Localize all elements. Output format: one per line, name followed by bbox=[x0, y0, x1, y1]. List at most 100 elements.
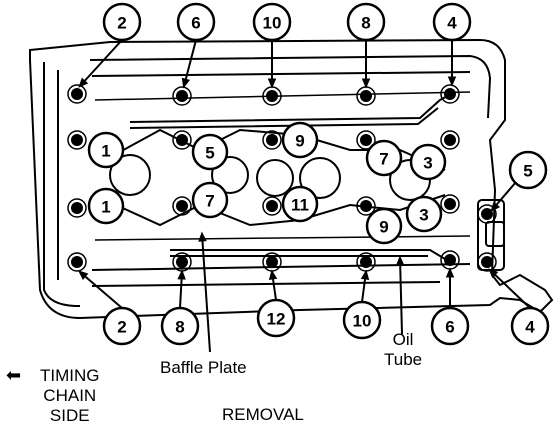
callout-circle bbox=[256, 298, 296, 338]
callout-circle bbox=[342, 300, 382, 340]
bolt-washer bbox=[172, 196, 192, 216]
leader-arrowhead bbox=[268, 269, 278, 280]
callout-top-2: 2 bbox=[102, 2, 142, 42]
callout-number: 2 bbox=[117, 14, 126, 33]
timing-line-2: CHAIN bbox=[43, 386, 97, 405]
leader-arrowhead bbox=[490, 201, 501, 212]
leader-arrowhead bbox=[181, 77, 190, 89]
bolt-washer bbox=[440, 130, 460, 150]
callout-number: 1 bbox=[101, 142, 110, 161]
bolt-washer bbox=[440, 84, 460, 104]
oil-line-1: Oil bbox=[392, 330, 414, 349]
callout-bot-6: 6 bbox=[430, 306, 470, 346]
bolt-washer bbox=[440, 194, 460, 214]
bolt-washer bbox=[477, 204, 497, 224]
leader-arrowhead bbox=[447, 76, 457, 87]
bolt-head bbox=[444, 88, 456, 100]
callout-circle bbox=[160, 306, 200, 346]
bolt-head bbox=[266, 134, 278, 146]
callout-bot-2: 2 bbox=[102, 306, 142, 346]
callout-number: 7 bbox=[379, 150, 388, 169]
callout-number: 8 bbox=[361, 14, 370, 33]
bolt-head bbox=[71, 88, 83, 100]
bolt-head bbox=[71, 134, 83, 146]
leader-arrowhead bbox=[78, 270, 89, 281]
bolt-washer bbox=[67, 252, 87, 272]
bolt-head bbox=[176, 200, 188, 212]
callout-circle bbox=[405, 195, 443, 233]
timing-line-3: SIDE bbox=[49, 406, 90, 425]
callout-number: 6 bbox=[445, 318, 454, 337]
leader-arrowhead bbox=[198, 231, 207, 242]
callout-number: 11 bbox=[291, 196, 309, 215]
callout-number: 9 bbox=[295, 132, 304, 151]
bolt-washer bbox=[67, 130, 87, 150]
bolt-washer bbox=[262, 130, 282, 150]
callout-right-5: 5 bbox=[508, 150, 548, 190]
callout-in-3a: 3 bbox=[409, 143, 447, 181]
callout-circle bbox=[252, 2, 292, 42]
leader-arrowhead bbox=[267, 78, 277, 89]
callout-number: 7 bbox=[205, 192, 214, 211]
callout-number: 4 bbox=[525, 318, 535, 337]
bolt-head bbox=[71, 202, 83, 214]
callout-number: 4 bbox=[447, 14, 457, 33]
callout-circle bbox=[430, 306, 470, 346]
leader-arrowhead bbox=[395, 255, 405, 266]
removal-caption: REMOVAL bbox=[222, 405, 304, 424]
callout-in-7b: 7 bbox=[365, 139, 403, 177]
timing-chain-side-label: TIMING CHAIN SIDE bbox=[40, 366, 100, 426]
leader-arrowhead bbox=[177, 269, 186, 280]
callout-circle bbox=[87, 187, 125, 225]
bolt-head bbox=[481, 256, 493, 268]
bolt-washer bbox=[356, 196, 376, 216]
callout-number: 9 bbox=[379, 218, 388, 237]
bolt-head bbox=[266, 90, 278, 102]
bolt-head bbox=[360, 90, 372, 102]
bolt-washer bbox=[172, 86, 192, 106]
callout-top-6: 6 bbox=[176, 2, 216, 42]
callout-number: 5 bbox=[523, 162, 532, 181]
bolt-head bbox=[266, 200, 278, 212]
callout-number: 10 bbox=[353, 312, 372, 331]
baffle-plate-label: Baffle Plate bbox=[160, 358, 247, 377]
callout-number: 1 bbox=[101, 198, 110, 217]
bolt-head bbox=[176, 90, 188, 102]
callout-in-7: 7 bbox=[191, 181, 229, 219]
bolt-head bbox=[266, 256, 278, 268]
callout-circle bbox=[510, 306, 550, 346]
callout-circle bbox=[191, 133, 229, 171]
leader-line bbox=[399, 257, 403, 335]
callout-bot-12: 12 bbox=[256, 298, 296, 338]
bolt-washer bbox=[477, 252, 497, 272]
callout-circle bbox=[365, 207, 403, 245]
callout-in-3b: 3 bbox=[405, 195, 443, 233]
callout-in-1a: 1 bbox=[87, 131, 125, 169]
callout-in-9a: 9 bbox=[281, 121, 319, 159]
callout-number: 3 bbox=[419, 206, 428, 225]
callout-top-4: 4 bbox=[432, 2, 472, 42]
callout-number: 5 bbox=[205, 144, 214, 163]
callout-in-1b: 1 bbox=[87, 187, 125, 225]
left-arrow-icon: ⬅ bbox=[6, 365, 22, 386]
callout-in-5: 5 bbox=[191, 133, 229, 171]
callout-circle bbox=[176, 2, 216, 42]
callout-bot-4: 4 bbox=[510, 306, 550, 346]
leader-line bbox=[489, 269, 531, 309]
callout-number: 6 bbox=[191, 14, 200, 33]
oil-tube-label: Oil Tube bbox=[384, 330, 422, 370]
timing-line-1: TIMING bbox=[40, 366, 100, 385]
callout-bot-8: 8 bbox=[160, 306, 200, 346]
leader-arrowhead bbox=[360, 269, 370, 280]
bolt-washer bbox=[67, 84, 87, 104]
bolt-head bbox=[176, 256, 188, 268]
callout-circle bbox=[191, 181, 229, 219]
leader-line bbox=[79, 271, 123, 309]
bolt-head bbox=[360, 134, 372, 146]
callout-circle bbox=[281, 185, 319, 223]
callout-number: 8 bbox=[175, 318, 184, 337]
leader-arrowhead bbox=[488, 268, 499, 279]
callout-circle bbox=[102, 2, 142, 42]
leader-line bbox=[201, 233, 211, 353]
